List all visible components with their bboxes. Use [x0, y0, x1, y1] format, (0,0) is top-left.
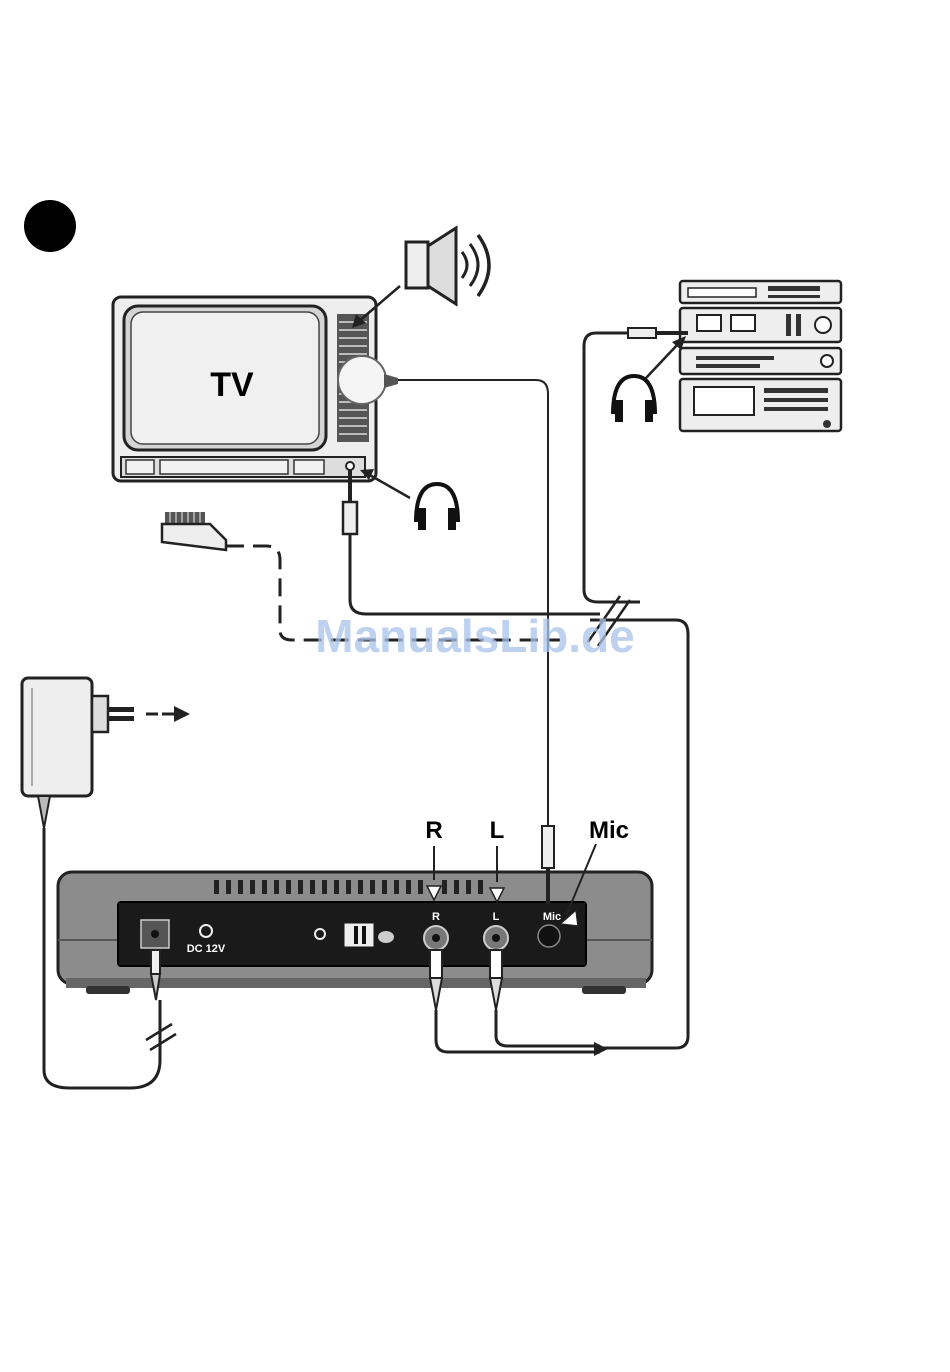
arrow-into-cable: [594, 1042, 608, 1056]
panel-label-r: R: [432, 911, 440, 923]
scart-plug: [162, 512, 226, 550]
speaker-clip: [338, 356, 398, 404]
hifi-headphones-icon: [613, 376, 655, 422]
hifi-system: [680, 281, 841, 431]
jack-label-r: R: [425, 817, 442, 844]
panel-label-mic: Mic: [543, 911, 561, 923]
rca-plug-r: [430, 950, 442, 1010]
panel-label-l: L: [493, 911, 500, 923]
arrow-to-outlet: [146, 706, 190, 722]
section-bullet: [24, 200, 76, 252]
base-station: [58, 872, 652, 994]
tv-label: TV: [210, 366, 254, 404]
headphones-icon: [416, 484, 458, 530]
dc-label: DC 12V: [187, 943, 226, 955]
jack-label-l: L: [490, 817, 505, 844]
dc-plug: [151, 950, 160, 1000]
rca-plug-l: [490, 950, 502, 1010]
power-adapter: [22, 678, 134, 828]
jack-label-mic: Mic: [589, 817, 629, 844]
loudspeaker-icon: [406, 228, 489, 304]
arrow-headphones-to-tv: [360, 469, 410, 498]
watermark: ManualsLib.de: [315, 610, 634, 662]
